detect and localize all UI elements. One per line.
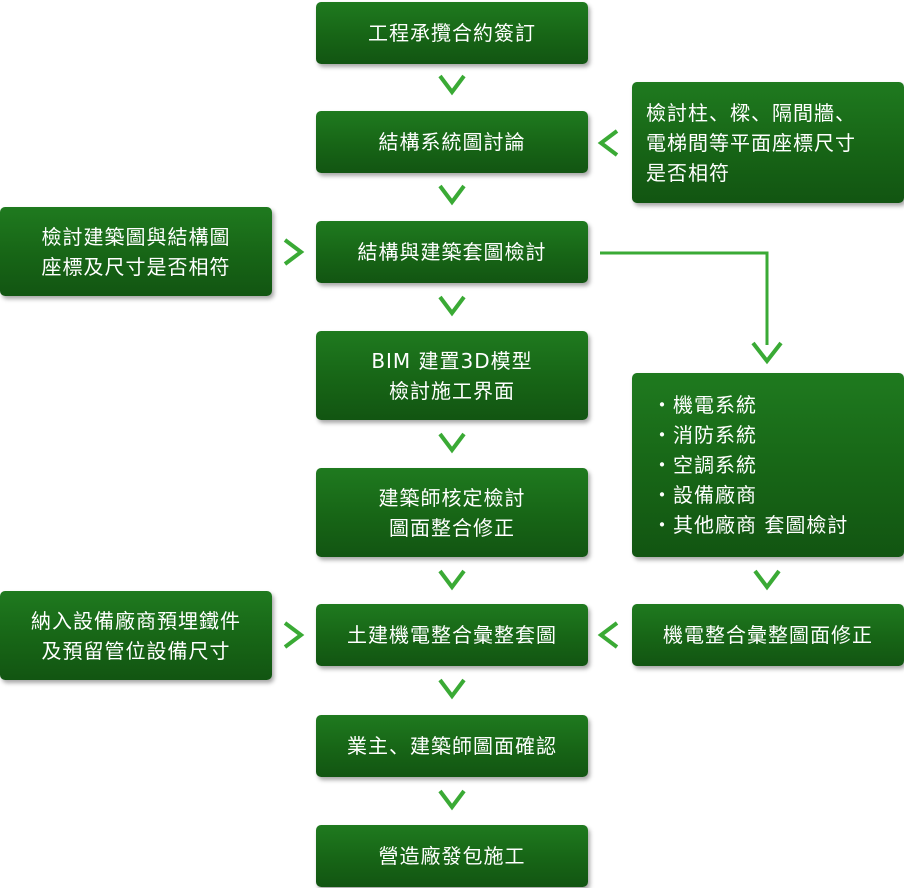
note-line: 檢討柱、樑、隔間牆、	[646, 100, 856, 125]
step-label: 圖面整合修正	[389, 515, 515, 540]
note-line: ・消防系統	[652, 423, 757, 447]
note-line: 座標及尺寸是否相符	[41, 254, 231, 279]
step-label: 業主、建築師圖面確認	[347, 734, 557, 758]
note-check-columns: 檢討柱、樑、隔間牆、 電梯間等平面座標尺寸 是否相符	[632, 82, 904, 203]
step-bim-model: BIM 建置3D模型 檢討施工界面	[316, 331, 588, 420]
note-line: 及預留管位設備尺寸	[41, 638, 231, 663]
note-line: ・其他廠商 套圖檢討	[652, 513, 849, 537]
step-structural-discussion: 結構系統圖討論	[316, 111, 588, 173]
note-line: ・空調系統	[652, 453, 757, 477]
step-contract: 工程承攬合約簽訂	[316, 2, 588, 64]
chevron-down-icon	[438, 432, 466, 454]
step-label: 土建機電整合彙整套圖	[347, 623, 557, 647]
step-label: 工程承攬合約簽訂	[368, 21, 536, 45]
note-line: 納入設備廠商預埋鐵件	[31, 608, 241, 633]
chevron-down-icon	[751, 341, 783, 365]
step-civil-mep-integration: 土建機電整合彙整套圖	[316, 604, 588, 666]
note-line: 是否相符	[646, 160, 730, 185]
note-line: 檢討建築圖與結構圖	[41, 224, 231, 249]
chevron-left-icon	[597, 621, 619, 649]
step-owner-confirm: 業主、建築師圖面確認	[316, 715, 588, 777]
chevron-down-icon	[438, 678, 466, 700]
step-label: 營造廠發包施工	[378, 844, 526, 868]
chevron-down-icon	[753, 569, 781, 591]
step-architect-review: 建築師核定檢討 圖面整合修正	[316, 468, 588, 557]
chevron-down-icon	[438, 74, 466, 96]
note-mep-systems: ・機電系統 ・消防系統 ・空調系統 ・設備廠商 ・其他廠商 套圖檢討	[632, 373, 904, 557]
elbow-connector-line	[600, 251, 769, 345]
chevron-left-icon	[597, 129, 619, 157]
step-label: BIM 建置3D模型	[371, 348, 533, 373]
chevron-right-icon	[283, 621, 305, 649]
step-label: 結構與建築套圖檢討	[357, 240, 547, 264]
step-label: 結構系統圖討論	[378, 130, 526, 154]
step-label: 檢討施工界面	[388, 378, 515, 403]
note-line: ・機電系統	[652, 393, 757, 417]
note-check-coordinates: 檢討建築圖與結構圖 座標及尺寸是否相符	[0, 207, 272, 296]
chevron-down-icon	[438, 789, 466, 811]
chevron-down-icon	[438, 295, 466, 317]
step-construction: 營造廠發包施工	[316, 825, 588, 887]
note-line: ・設備廠商	[652, 483, 757, 507]
note-mep-revision: 機電整合彙整圖面修正	[632, 604, 904, 666]
step-label: 建築師核定檢討	[378, 485, 526, 510]
chevron-down-icon	[438, 569, 466, 591]
note-line: 電梯間等平面座標尺寸	[646, 130, 856, 155]
step-overlay-review: 結構與建築套圖檢討	[316, 221, 588, 283]
chevron-right-icon	[283, 238, 305, 266]
chevron-down-icon	[438, 184, 466, 206]
note-embedded-items: 納入設備廠商預埋鐵件 及預留管位設備尺寸	[0, 591, 272, 680]
note-line: 機電整合彙整圖面修正	[663, 623, 873, 647]
